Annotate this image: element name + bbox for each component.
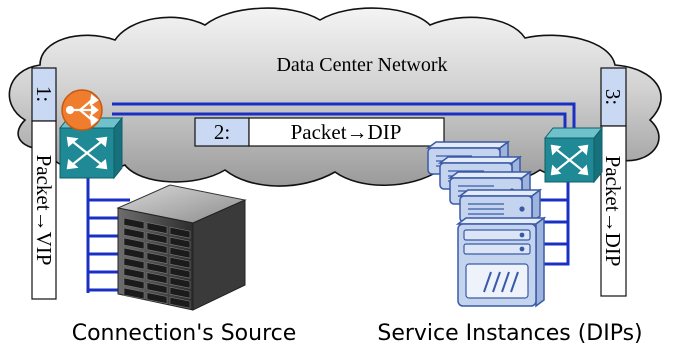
step2-label: 2: Packet→DIP: [194, 117, 445, 147]
step3-text: Packet→DIP: [601, 156, 625, 267]
rack-slot: [146, 222, 168, 234]
caption-service-instances: Service Instances (DIPs): [377, 321, 642, 346]
rack-slot: [169, 266, 191, 279]
rack-slot: [123, 217, 145, 230]
rack-slot: [123, 257, 145, 270]
step3-number: 3:: [601, 89, 625, 105]
step1-number: 1:: [32, 86, 56, 102]
cloud-label: Data Center Network: [276, 54, 447, 76]
rack-slot: [169, 256, 191, 269]
load-balancer-icon: [61, 89, 103, 131]
link-top: [112, 102, 576, 128]
rack-slot: [169, 286, 191, 299]
rack-slot: [169, 246, 191, 259]
rack-slot: [123, 227, 145, 240]
rack-slot: [169, 236, 191, 249]
switch-icon: [543, 126, 604, 184]
rack-slot: [146, 232, 168, 244]
rack-slot: [146, 252, 168, 264]
rack-slot: [123, 267, 145, 280]
rack-slot: [123, 287, 145, 300]
rack-slot: [123, 247, 145, 260]
rack-slot: [169, 276, 191, 289]
link-vertical-right: [534, 176, 570, 266]
rack-slot: [169, 296, 191, 309]
service-instances-stack: [425, 140, 547, 308]
step1-label: 1: Packet→VIP: [31, 67, 57, 300]
step3-label: 3: Packet→DIP: [600, 67, 627, 297]
server-icon: [455, 216, 547, 308]
rack-slot: [169, 226, 191, 239]
step2-text: Packet→DIP: [291, 120, 402, 144]
rack-slot: [146, 272, 168, 284]
rack-slot: [146, 262, 168, 274]
rack-slot: [123, 237, 145, 250]
rack-slot: [146, 292, 168, 304]
step1-text: Packet→VIP: [32, 155, 56, 266]
link-top-inner: [112, 112, 567, 128]
step2-number: 2:: [214, 120, 230, 144]
rack-slot: [146, 282, 168, 294]
rack-slot: [146, 242, 168, 254]
rack-slot: [123, 277, 145, 290]
server-rack-icon: [116, 184, 247, 311]
server-icon: [457, 188, 543, 224]
caption-connection-source: Connection's Source: [72, 321, 297, 346]
